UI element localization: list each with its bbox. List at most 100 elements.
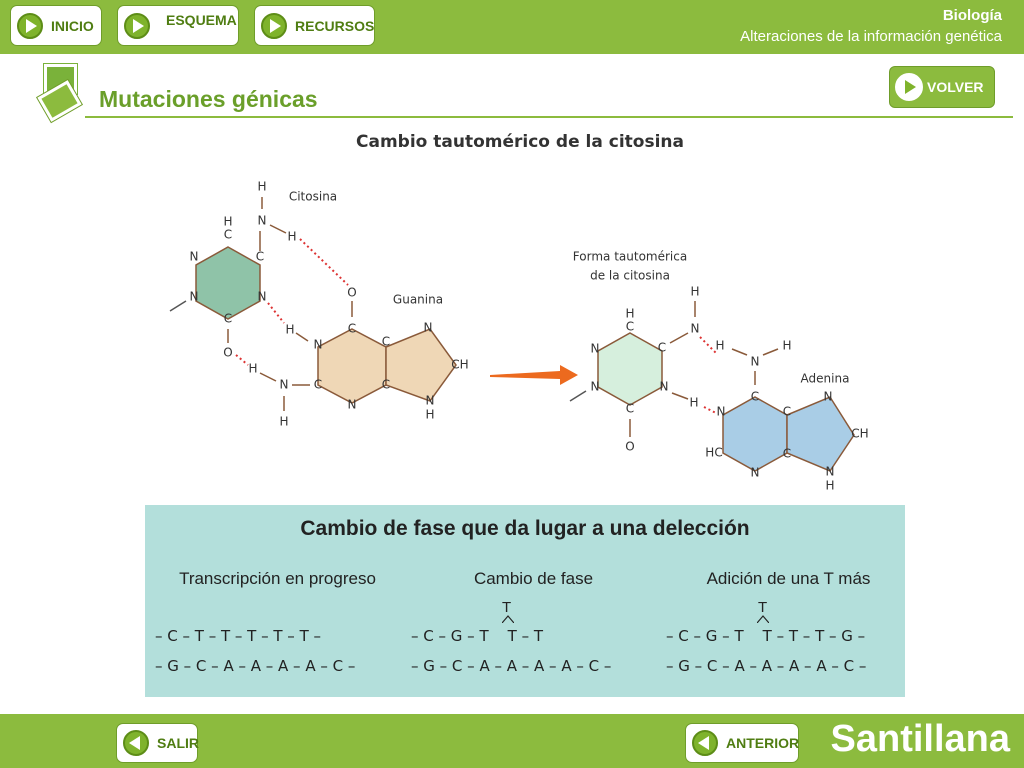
arrow-right-icon	[490, 365, 578, 385]
svg-text:C: C	[382, 335, 390, 349]
svg-text:C: C	[783, 405, 791, 419]
column-heading: Cambio de fase	[473, 569, 594, 588]
svg-text:N: N	[280, 378, 289, 392]
svg-text:N: N	[824, 390, 833, 404]
svg-text:H: H	[425, 408, 434, 422]
caret-icon	[757, 615, 769, 623]
diagram-title: Cambio tautomérico de la citosina	[356, 132, 684, 152]
svg-text:HC: HC	[705, 446, 722, 460]
bottom-bar: SALIR ANTERIOR Santillana	[0, 714, 1024, 768]
svg-text:O: O	[625, 440, 634, 454]
svg-text:N: N	[190, 290, 199, 304]
inserted-t-mark: T	[502, 599, 512, 616]
svg-text:O: O	[223, 346, 232, 360]
svg-text:C: C	[256, 250, 264, 264]
title-divider	[85, 116, 1013, 118]
esquema-label: ESQUEMA	[166, 12, 237, 28]
label-guanina: Guanina	[393, 293, 443, 307]
svg-text:H: H	[287, 230, 296, 244]
caret-icon	[502, 615, 514, 623]
sequence-line-top: – C – G – T T – T – T – G –	[666, 627, 866, 645]
play-icon	[261, 12, 287, 39]
inserted-t-mark: T	[758, 599, 768, 616]
panel-title: Cambio de fase que da lugar a una delecc…	[300, 517, 750, 540]
volver-label: VOLVER	[927, 79, 984, 95]
page-title: Mutaciones génicas	[99, 86, 318, 112]
svg-text:C: C	[751, 390, 759, 404]
svg-text:H: H	[690, 285, 699, 299]
svg-text:H: H	[782, 339, 791, 353]
anterior-button[interactable]: ANTERIOR	[685, 723, 799, 763]
sequence-line-top: – C – T – T – T – T – T –	[155, 627, 322, 645]
svg-text:N: N	[660, 380, 669, 394]
svg-text:C: C	[348, 322, 356, 336]
svg-text:C: C	[626, 402, 634, 416]
svg-text:H: H	[223, 215, 232, 229]
subject-label: Biología	[942, 7, 1002, 24]
label-forma-2: de la citosina	[590, 269, 670, 283]
svg-text:H: H	[689, 396, 698, 410]
svg-text:H: H	[279, 415, 288, 429]
column-transcripcion: Transcripción en progreso – C – T – T – …	[155, 569, 400, 675]
column-adicion: Adición de una T más T – C – G – T T – T…	[666, 569, 911, 675]
svg-text:CH: CH	[451, 358, 468, 372]
sequence-line-bottom: – G – C – A – A – A – A – C –	[666, 657, 867, 675]
svg-text:N: N	[426, 394, 435, 408]
svg-text:N: N	[591, 380, 600, 394]
svg-text:H: H	[625, 307, 634, 321]
hydrogen-bond	[299, 238, 349, 286]
svg-text:O: O	[347, 286, 356, 300]
recursos-label: RECURSOS	[295, 17, 375, 34]
svg-text:C: C	[314, 378, 322, 392]
anterior-label: ANTERIOR	[726, 735, 800, 751]
hydrogen-bond	[267, 302, 285, 324]
column-heading: Transcripción en progreso	[179, 569, 376, 588]
recursos-button[interactable]: RECURSOS	[254, 5, 375, 46]
svg-text:N: N	[751, 355, 760, 369]
esquema-button[interactable]: ESQUEMA	[117, 5, 239, 46]
cytosine-molecule: HC C N C N N N H H O	[169, 180, 297, 360]
tautomeric-cytosine-molecule: HC C N C N N N H O H	[569, 285, 700, 454]
hydrogen-bond	[235, 354, 249, 366]
svg-text:N: N	[717, 405, 726, 419]
frameshift-panel: Cambio de fase que da lugar a una delecc…	[145, 505, 905, 697]
svg-text:N: N	[691, 322, 700, 336]
svg-text:C: C	[626, 320, 634, 334]
volver-button[interactable]: VOLVER	[889, 66, 995, 108]
svg-text:N: N	[190, 250, 199, 264]
salir-button[interactable]: SALIR	[116, 723, 199, 763]
svg-text:C: C	[783, 447, 791, 461]
svg-text:N: N	[826, 465, 835, 479]
column-cambio-fase: Cambio de fase T – C – G – T T – T – G –…	[411, 569, 656, 675]
column-heading: Adición de una T más	[706, 569, 871, 588]
salir-label: SALIR	[157, 735, 199, 751]
svg-text:H: H	[825, 479, 834, 493]
svg-text:C: C	[658, 341, 666, 355]
svg-text:H: H	[248, 362, 257, 376]
svg-text:N: N	[591, 342, 600, 356]
label-forma-1: Forma tautomérica	[573, 250, 687, 264]
santillana-logo: Santillana	[830, 718, 1011, 760]
sequence-line-top: – C – G – T T – T	[411, 627, 544, 645]
label-adenina: Adenina	[801, 372, 850, 386]
svg-text:N: N	[314, 338, 323, 352]
svg-text:C: C	[382, 378, 390, 392]
svg-text:H: H	[715, 339, 724, 353]
svg-text:N: N	[258, 290, 267, 304]
svg-text:C: C	[224, 228, 232, 242]
hydrogen-bond	[703, 406, 717, 414]
inicio-button[interactable]: INICIO	[10, 5, 102, 46]
svg-text:H: H	[257, 180, 266, 194]
svg-text:N: N	[751, 466, 760, 480]
hydrogen-bond	[699, 336, 717, 354]
play-back-icon	[692, 730, 718, 756]
play-icon	[124, 13, 150, 39]
adenine-molecule: C N H H C C N HC N N CH NH	[705, 339, 868, 493]
sequence-line-bottom: – G – C – A – A – A – A – C –	[411, 657, 612, 675]
play-icon	[895, 73, 923, 101]
play-back-icon	[123, 730, 149, 756]
label-citosina: Citosina	[289, 190, 337, 204]
guanine-molecule: C O C C N C N N CH NH H N H H	[248, 286, 468, 429]
svg-text:C: C	[224, 312, 232, 326]
